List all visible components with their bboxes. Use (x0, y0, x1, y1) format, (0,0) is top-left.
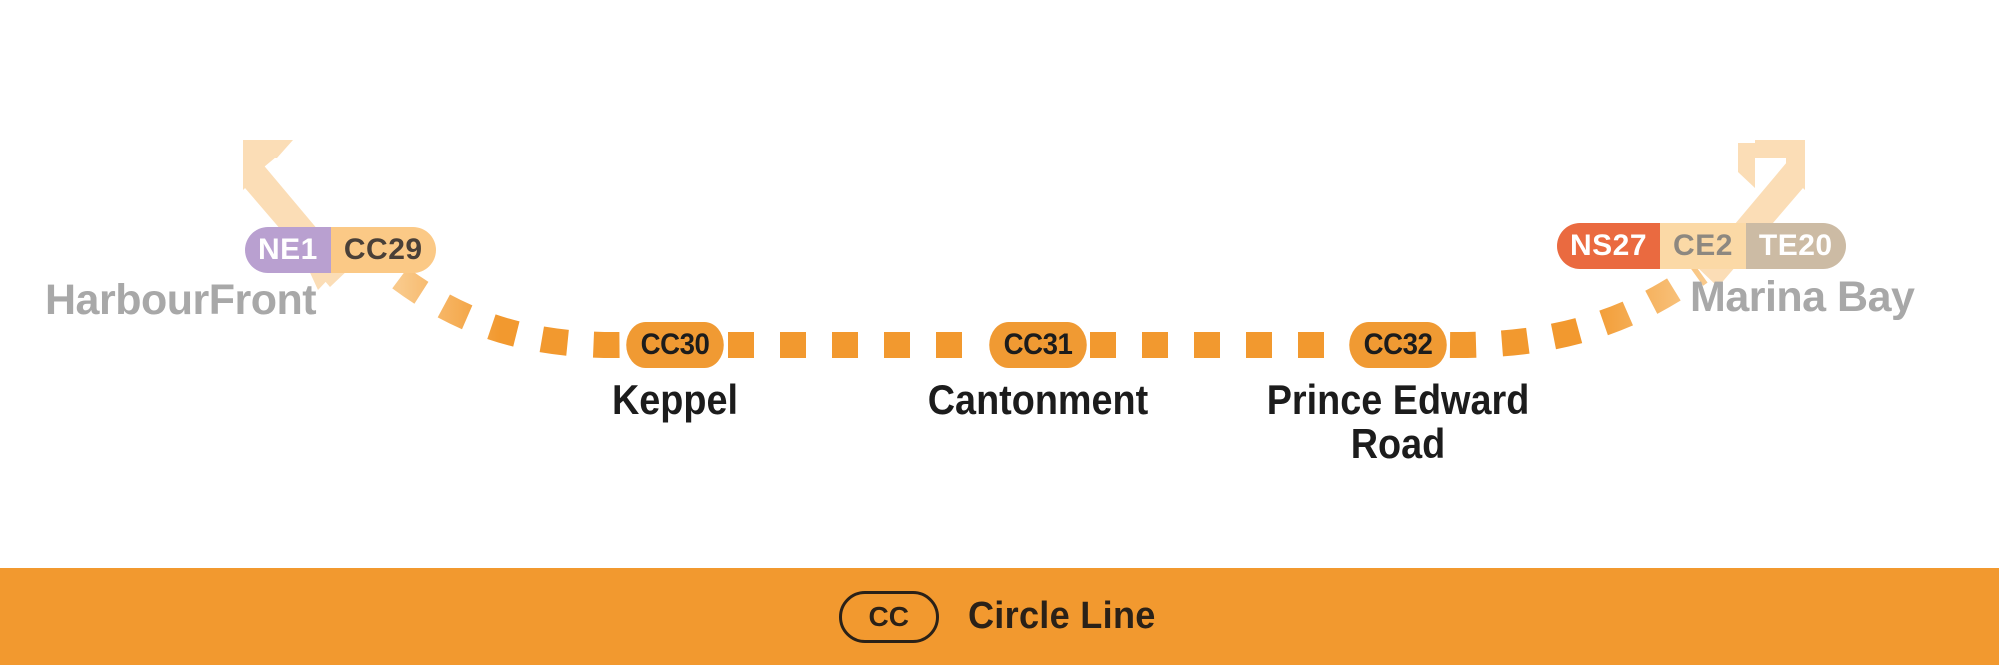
station-name-keppel: Keppel (611, 376, 739, 423)
station-code-cc30[interactable]: CC30 (626, 322, 724, 368)
station-code-ce2[interactable]: CE2 (1660, 223, 1746, 269)
line-legend-bar: CC Circle Line (0, 568, 1999, 665)
station-code-cc29[interactable]: CC29 (330, 227, 436, 273)
station-code-group-harbourfront[interactable]: NE1 CC29 (245, 227, 436, 273)
station-name-harbourfront: HarbourFront (45, 276, 317, 324)
station-code-te20[interactable]: TE20 (1745, 223, 1846, 269)
station-code-group-marina-bay[interactable]: NS27 CE2 TE20 (1557, 223, 1846, 269)
station-name-prince-edward-road: Prince Edward Road (1266, 376, 1530, 468)
station-code-cc31[interactable]: CC31 (989, 322, 1087, 368)
station-name-cantonment: Cantonment (927, 376, 1149, 423)
legend-line-code-cc: CC (838, 590, 939, 643)
station-code-ne1[interactable]: NE1 (245, 227, 331, 273)
station-name-marina-bay: Marina Bay (1690, 273, 1915, 321)
station-code-cc32[interactable]: CC32 (1349, 322, 1447, 368)
legend-line-name: Circle Line (967, 595, 1156, 637)
station-code-ns27[interactable]: NS27 (1557, 223, 1661, 269)
